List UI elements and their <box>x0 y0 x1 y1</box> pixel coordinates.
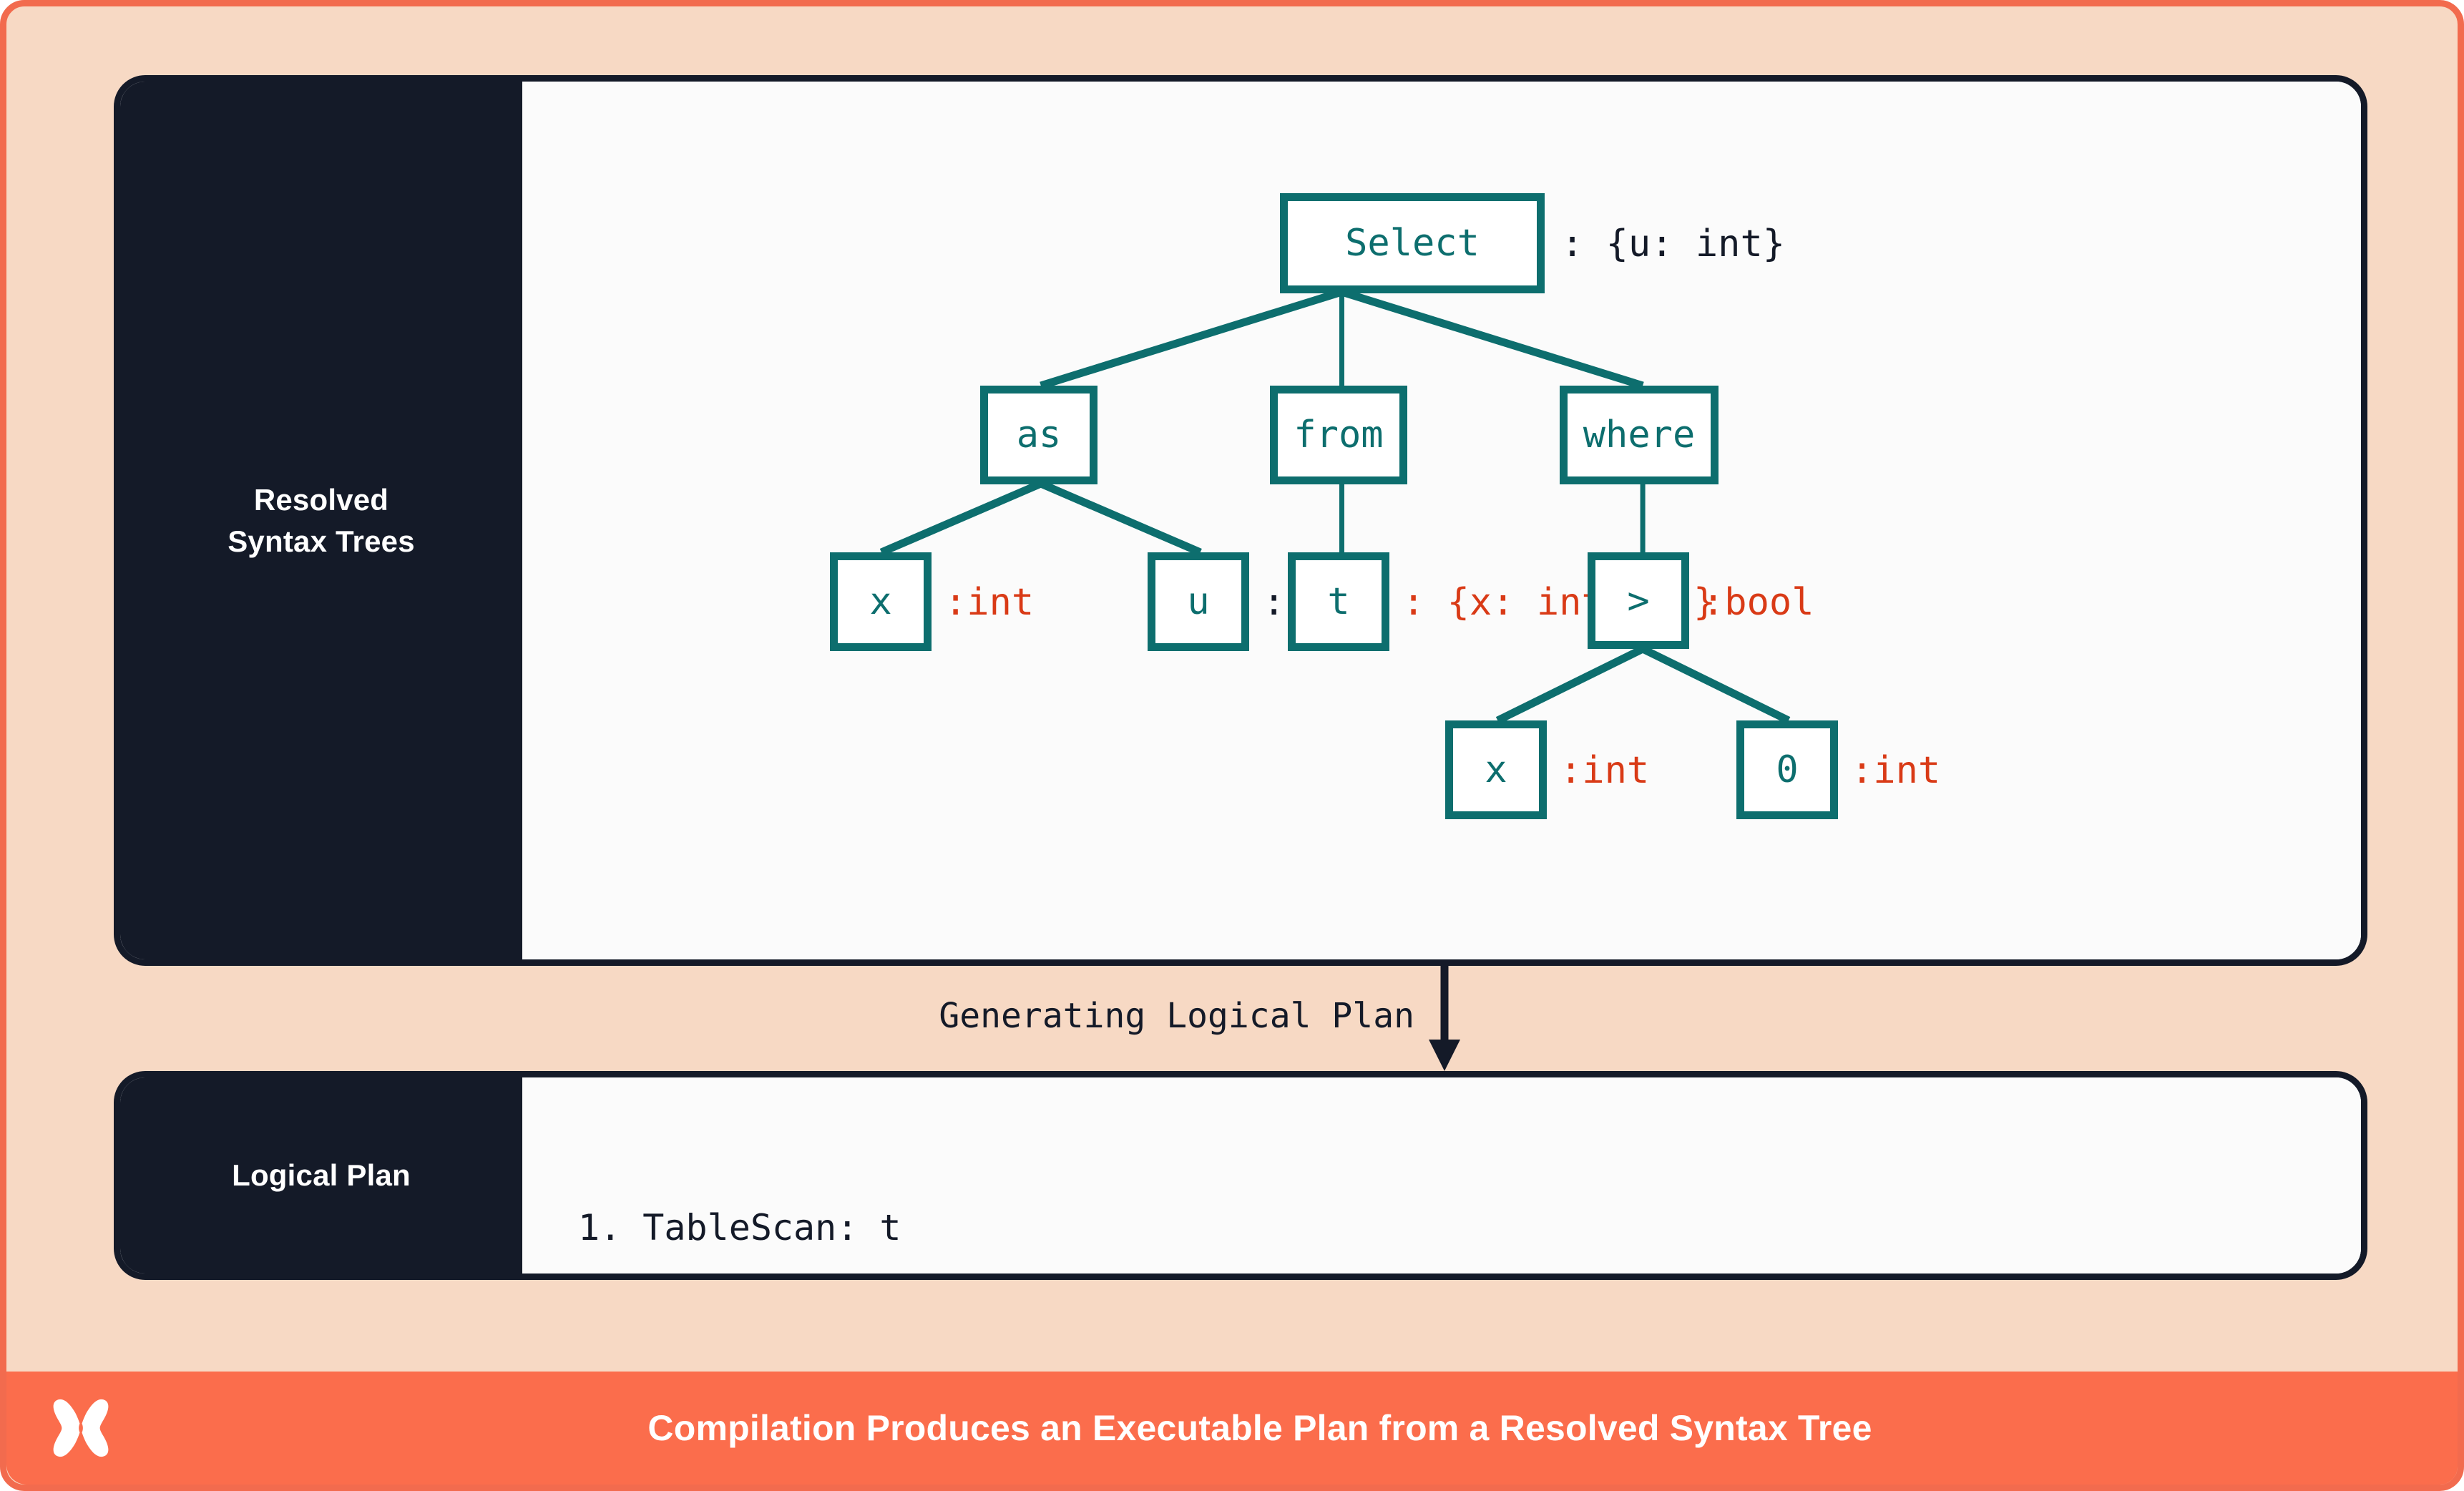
node-where-label: where <box>1583 414 1696 456</box>
node-gt-x[interactable]: x <box>1445 720 1547 819</box>
logical-plan-step: 1. TableScan: t <box>578 1207 901 1248</box>
edge-select-as <box>1040 288 1344 390</box>
node-as-u[interactable]: u <box>1148 552 1249 651</box>
node-from-t[interactable]: t <box>1288 552 1389 651</box>
resolved-syntax-trees-label: Resolved Syntax Trees <box>120 82 522 959</box>
edge-as-u <box>1039 479 1202 557</box>
logical-plan-label: Logical Plan <box>120 1077 522 1274</box>
annotation-gt-x-type: :int <box>1560 749 1650 792</box>
annotation-gt-zero-type: :int <box>1851 749 1941 792</box>
transition-arrow-icon <box>1429 966 1460 1071</box>
logical-plan-panel: Logical Plan 1. TableScan: t 2. Filter: … <box>114 1071 2367 1280</box>
node-select-label: Select <box>1345 222 1480 265</box>
rst-label-line-1: Resolved <box>253 482 389 517</box>
transition-label: Generating Logical Plan <box>939 996 1414 1036</box>
node-from[interactable]: from <box>1270 386 1407 484</box>
node-as-x-label: x <box>869 580 892 623</box>
node-as-x[interactable]: x <box>830 552 932 651</box>
node-greater-than[interactable]: > <box>1588 552 1689 649</box>
node-gt-zero-label: 0 <box>1776 748 1799 791</box>
tree-edges <box>879 288 1791 724</box>
annotation-greater-than-type: :bool <box>1702 581 1814 624</box>
node-where[interactable]: where <box>1560 386 1719 484</box>
logical-plan-step-list: 1. TableScan: t 2. Filter: t.x > 0 3. Pr… <box>522 1077 2361 1274</box>
x-butterfly-logo-icon <box>53 1399 109 1457</box>
annotation-as-x-type: :int <box>944 581 1035 624</box>
node-as[interactable]: as <box>980 386 1097 484</box>
syntax-tree-canvas-body: Select : {u: int} as from where x :int <box>522 82 2361 959</box>
footer-banner: Compilation Produces an Executable Plan … <box>6 1372 2458 1485</box>
rst-label-line-2: Syntax Trees <box>228 524 415 558</box>
resolved-syntax-trees-panel: Resolved Syntax Trees <box>114 75 2367 966</box>
footer-caption: Compilation Produces an Executable Plan … <box>647 1408 1872 1448</box>
node-from-label: from <box>1294 414 1384 456</box>
edge-as-x <box>879 479 1043 557</box>
edge-gt-x <box>1495 645 1645 724</box>
node-as-u-label: u <box>1187 580 1210 623</box>
edge-gt-0 <box>1641 645 1791 724</box>
transition-region: Generating Logical Plan <box>114 966 2367 1071</box>
annotation-select-type: : {u: int} <box>1561 223 1786 265</box>
node-gt-zero[interactable]: 0 <box>1736 720 1838 819</box>
edge-select-where <box>1340 288 1644 390</box>
node-greater-than-label: > <box>1627 579 1650 622</box>
node-from-t-label: t <box>1327 580 1350 623</box>
node-select[interactable]: Select <box>1280 193 1545 293</box>
node-gt-x-label: x <box>1485 748 1507 791</box>
syntax-tree-canvas: Select : {u: int} as from where x :int <box>522 82 2361 959</box>
logical-plan-body: 1. TableScan: t 2. Filter: t.x > 0 3. Pr… <box>522 1077 2361 1274</box>
node-as-label: as <box>1016 414 1062 456</box>
logical-plan-label-text: Logical Plan <box>232 1158 411 1193</box>
